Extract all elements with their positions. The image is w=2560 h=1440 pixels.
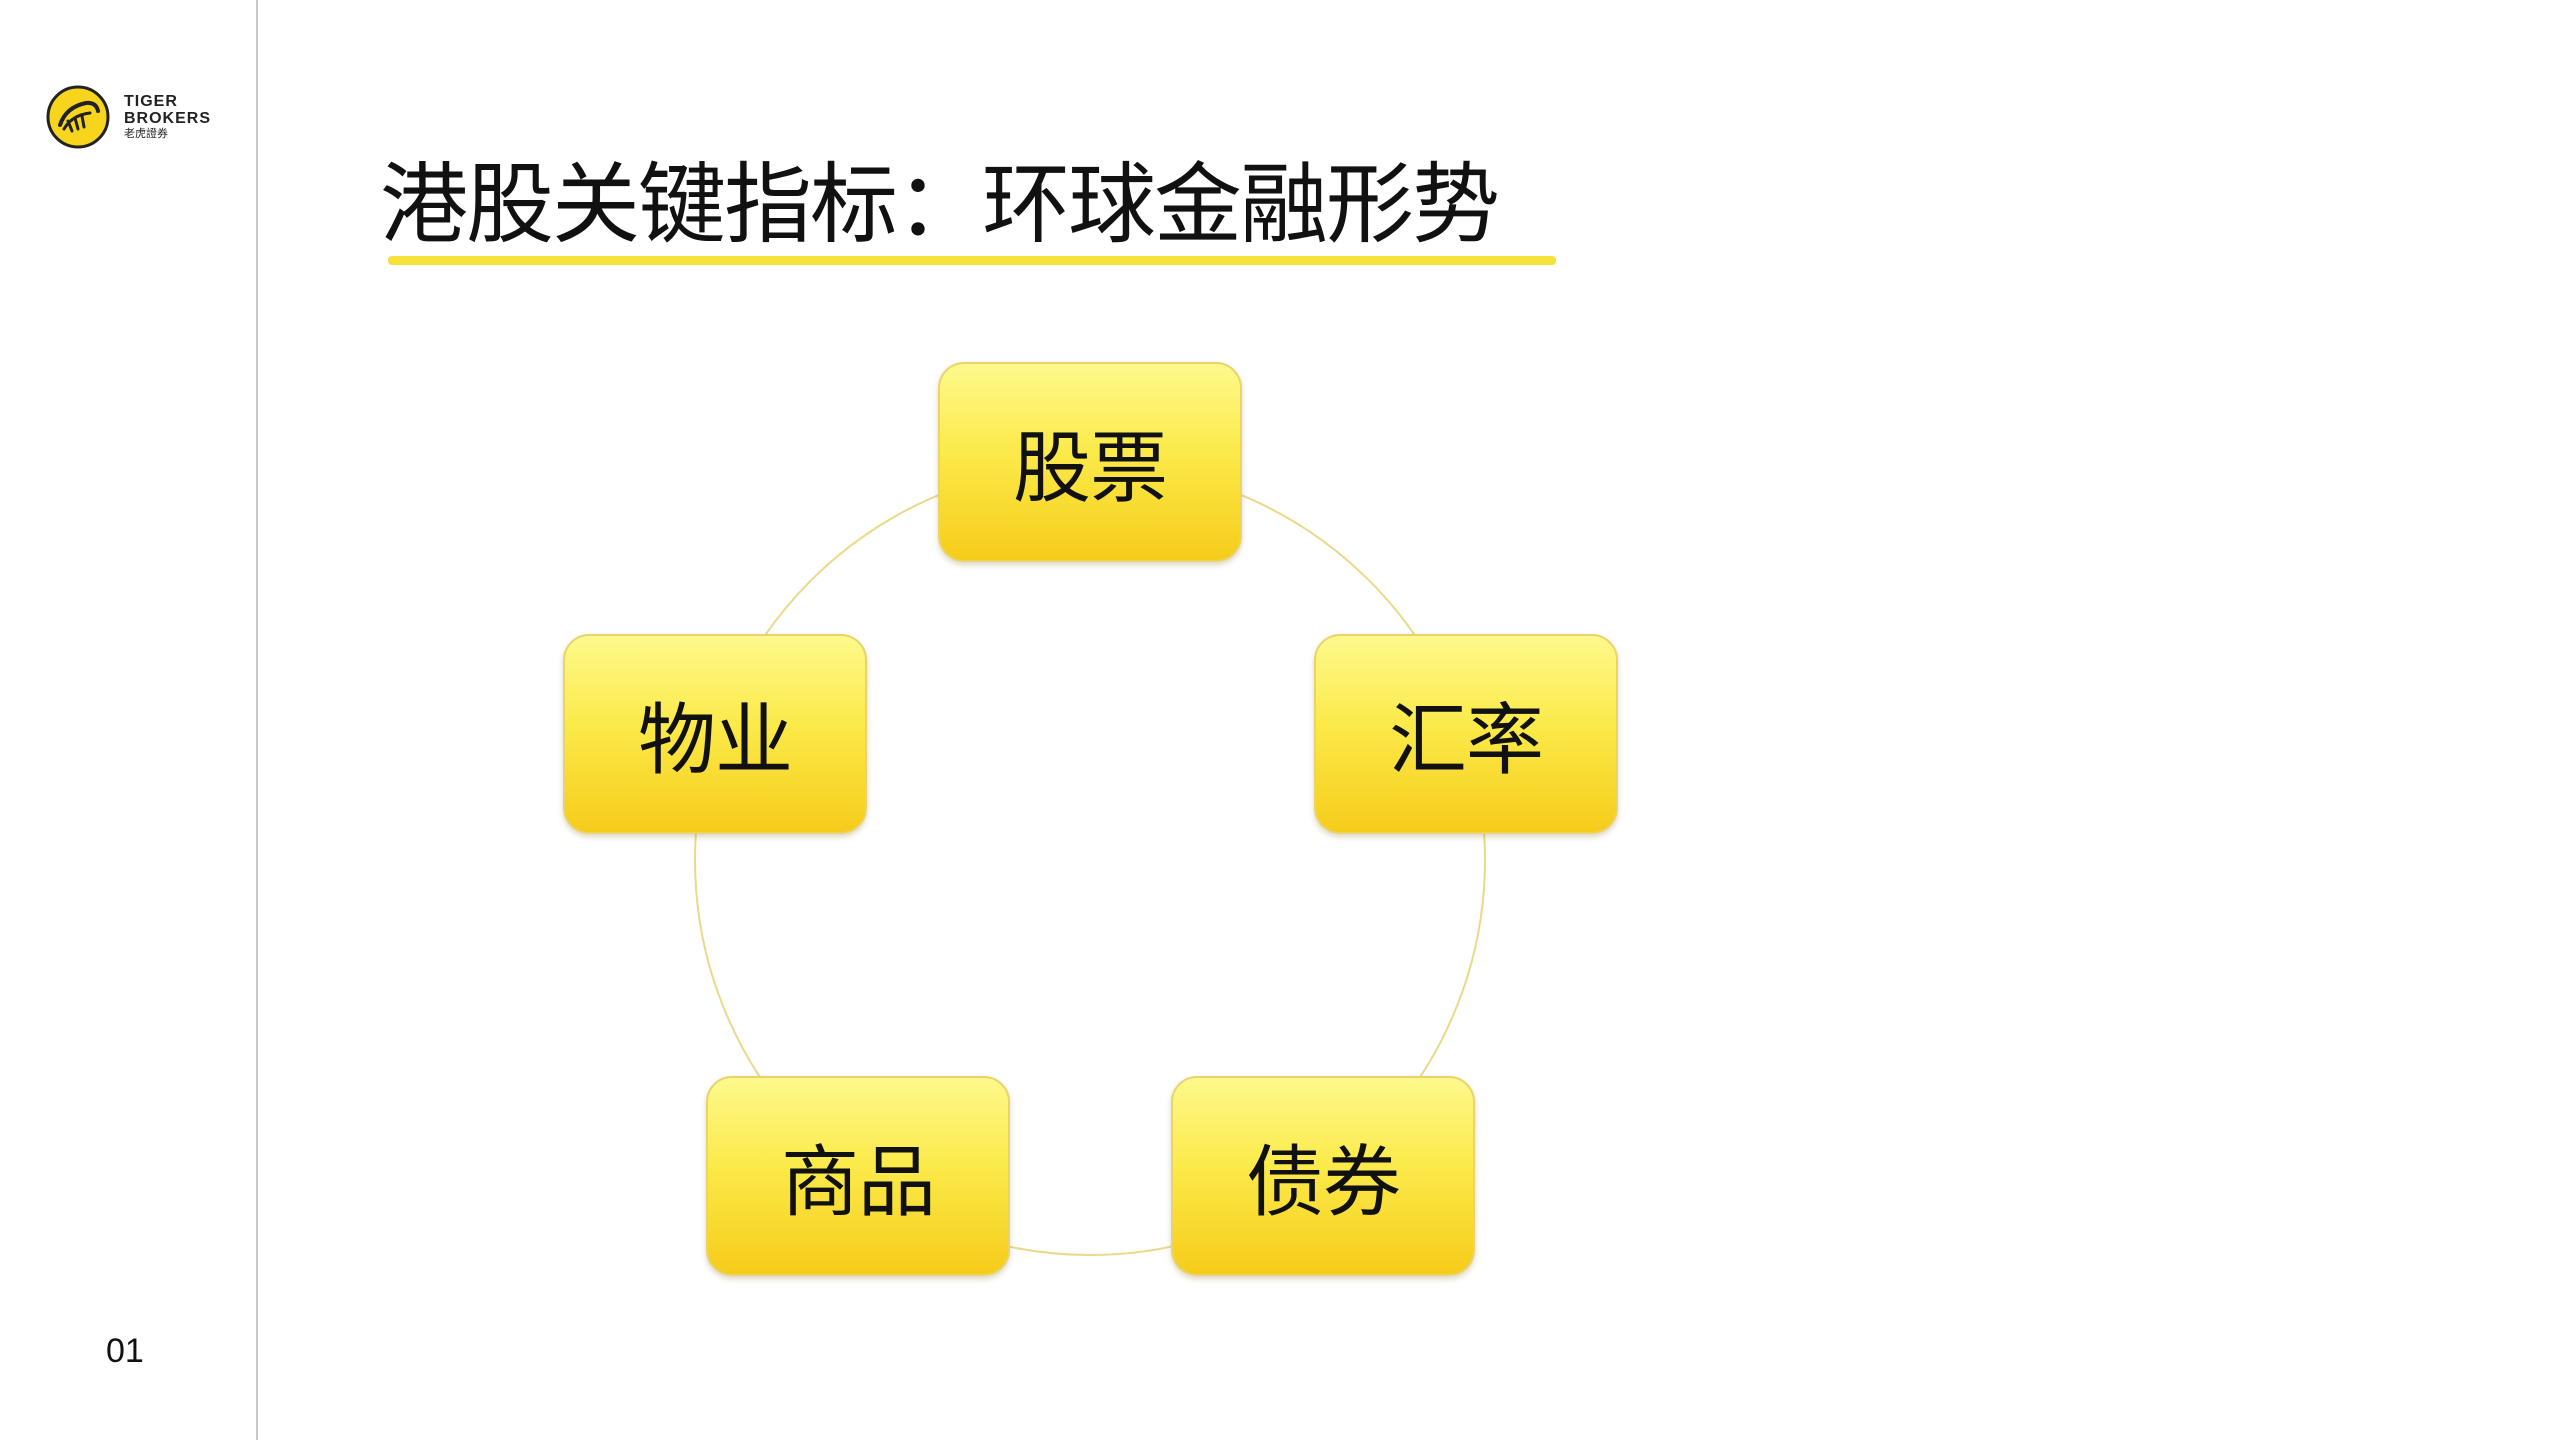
tiger-logo-icon xyxy=(46,85,110,149)
page-title: 港股关键指标：环球金融形势 xyxy=(380,153,1500,256)
cycle-node-commodity: 商品 xyxy=(706,1076,1010,1276)
logo-line-tiger: TIGER xyxy=(124,93,178,110)
logo-line-chinese: 老虎證券 xyxy=(124,128,168,140)
left-divider xyxy=(256,0,258,1440)
page-number: 01 xyxy=(106,1332,144,1370)
tiger-brokers-logo: TIGER BROKERS 老虎證券 xyxy=(46,85,226,155)
cycle-node-stock-label: 股票 xyxy=(1012,424,1168,514)
cycle-node-stock: 股票 xyxy=(938,362,1242,562)
logo-wordmark: TIGER BROKERS 老虎證券 xyxy=(124,93,211,141)
title-underline xyxy=(388,256,1556,265)
cycle-node-property-label: 物业 xyxy=(637,696,793,786)
logo-line-brokers: BROKERS xyxy=(124,110,212,127)
cycle-node-property: 物业 xyxy=(563,634,867,834)
cycle-node-commodity-label: 商品 xyxy=(780,1138,936,1228)
cycle-node-fx-label: 汇率 xyxy=(1388,696,1544,786)
cycle-node-fx: 汇率 xyxy=(1314,634,1618,834)
cycle-node-bond: 债券 xyxy=(1171,1076,1475,1276)
cycle-node-bond-label: 债券 xyxy=(1245,1138,1401,1228)
